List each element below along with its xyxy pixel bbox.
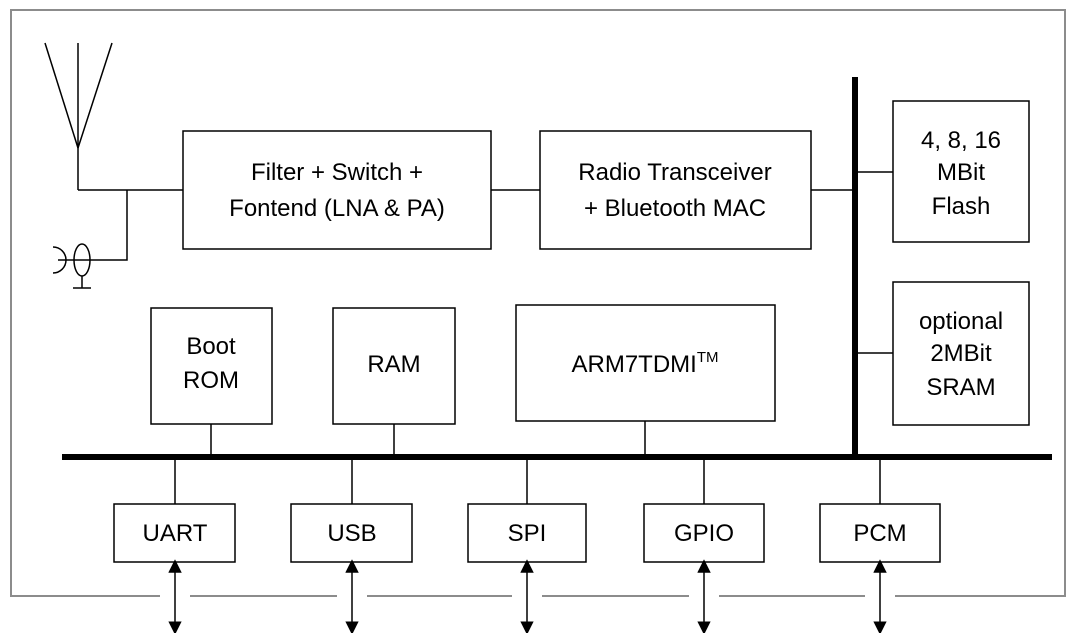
flash-line3: Flash [932, 193, 991, 220]
cpu-trademark: TM [697, 349, 719, 366]
sram-line3: SRAM [926, 374, 995, 401]
ram-label: RAM [367, 351, 420, 378]
filter-frontend-line2: Fontend (LNA & PA) [229, 195, 445, 222]
cpu-name: ARM7TDMI [571, 351, 696, 378]
flash-line2: MBit [937, 159, 985, 186]
usb-block [290, 503, 413, 563]
peripheral-links [174, 457, 881, 504]
sram-line1: optional [919, 308, 1003, 335]
gpio-block [643, 503, 765, 563]
sram-block [892, 281, 1030, 426]
pcm-label: PCM [853, 520, 906, 547]
cpu-block [515, 304, 776, 422]
boot-rom-line1: Boot [186, 333, 236, 360]
radio-transceiver-block [539, 130, 812, 250]
cpu-label: ARM7TDMITM [571, 349, 718, 378]
uart-label: UART [143, 520, 208, 547]
uart-block [113, 503, 236, 563]
filter-frontend-line1: Filter + Switch + [251, 159, 423, 186]
spi-block [467, 503, 587, 563]
outer-frame [10, 9, 1066, 597]
ram-block [332, 307, 456, 425]
filter-frontend-block [182, 130, 492, 250]
flash-block [892, 100, 1030, 243]
antenna-icon [44, 42, 113, 190]
flash-line1: 4, 8, 16 [921, 127, 1001, 154]
radio-transceiver-line2: + Bluetooth MAC [584, 195, 766, 222]
boot-rom-block [150, 307, 273, 425]
gpio-label: GPIO [674, 520, 734, 547]
coax-connector-icon [52, 190, 128, 289]
radio-transceiver-line1: Radio Transceiver [578, 159, 771, 186]
usb-label: USB [327, 520, 376, 547]
spi-label: SPI [508, 520, 547, 547]
io-arrows [168, 559, 887, 633]
boot-rom-line2: ROM [183, 367, 239, 394]
sram-line2: 2MBit [930, 340, 992, 367]
